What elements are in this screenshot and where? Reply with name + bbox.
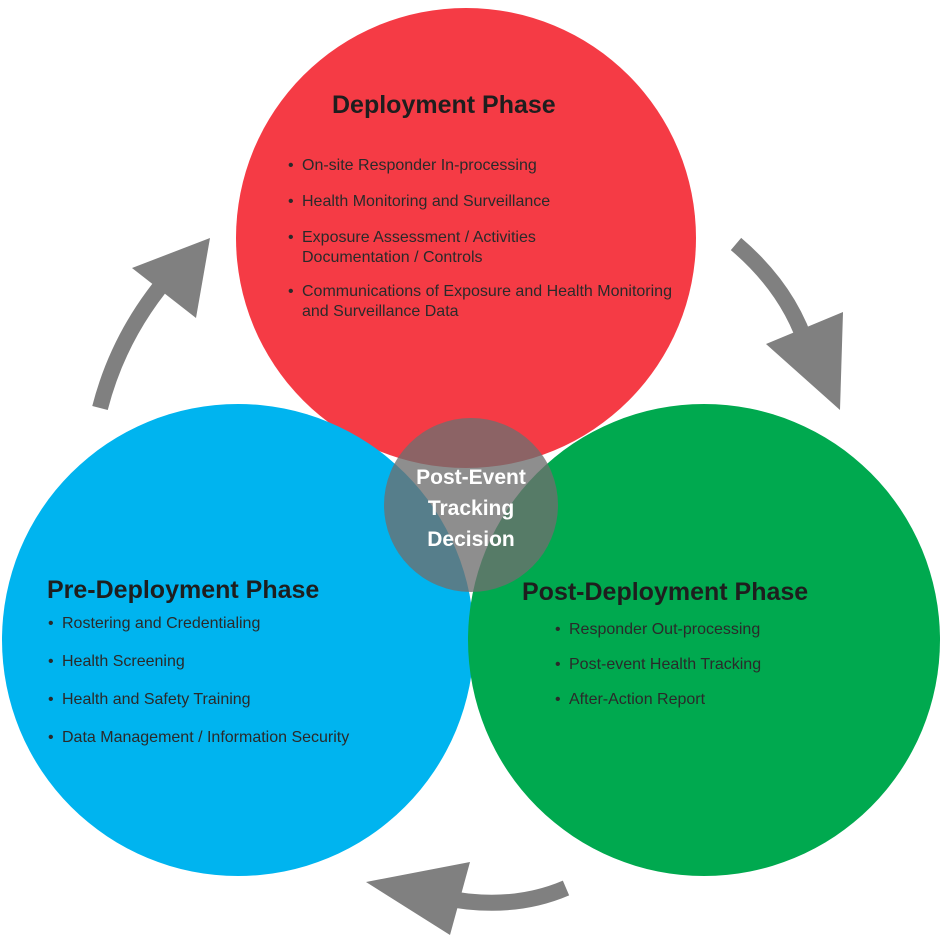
center-label: Post-Event Tracking Decision	[384, 462, 558, 555]
list-item: Communications of Exposure and Health Mo…	[288, 282, 672, 322]
center-label-line3: Decision	[427, 528, 515, 551]
arrow-top-right-head-icon	[766, 312, 843, 410]
list-item: Exposure Assessment / Activities Documen…	[288, 228, 632, 268]
center-label-line1: Post-Event	[416, 466, 526, 489]
post-deployment-phase-title: Post-Deployment Phase	[522, 578, 809, 606]
deployment-phase-title: Deployment Phase	[332, 91, 556, 119]
arrow-bottom-head-icon	[366, 862, 470, 935]
list-item: After-Action Report	[555, 690, 875, 710]
list-item: Responder Out-processing	[555, 620, 875, 640]
pre-deployment-phase-title: Pre-Deployment Phase	[47, 576, 320, 604]
deployment-phase-list: On-site Responder In-processing Health M…	[288, 156, 672, 336]
list-item: On-site Responder In-processing	[288, 156, 668, 176]
list-item: Health Monitoring and Surveillance	[288, 192, 668, 212]
pre-deployment-phase-list: Rostering and Credentialing Health Scree…	[48, 614, 448, 766]
list-item: Post-event Health Tracking	[555, 655, 875, 675]
post-event-tracking-decision-circle	[384, 418, 558, 592]
post-deployment-phase-list: Responder Out-processing Post-event Heal…	[555, 620, 875, 725]
list-item: Health and Safety Training	[48, 690, 448, 710]
list-item: Rostering and Credentialing	[48, 614, 448, 634]
list-item: Health Screening	[48, 652, 448, 672]
center-label-line2: Tracking	[427, 497, 515, 520]
list-item: Data Management / Information Security	[48, 728, 448, 748]
arrow-left-head-icon	[132, 238, 210, 318]
